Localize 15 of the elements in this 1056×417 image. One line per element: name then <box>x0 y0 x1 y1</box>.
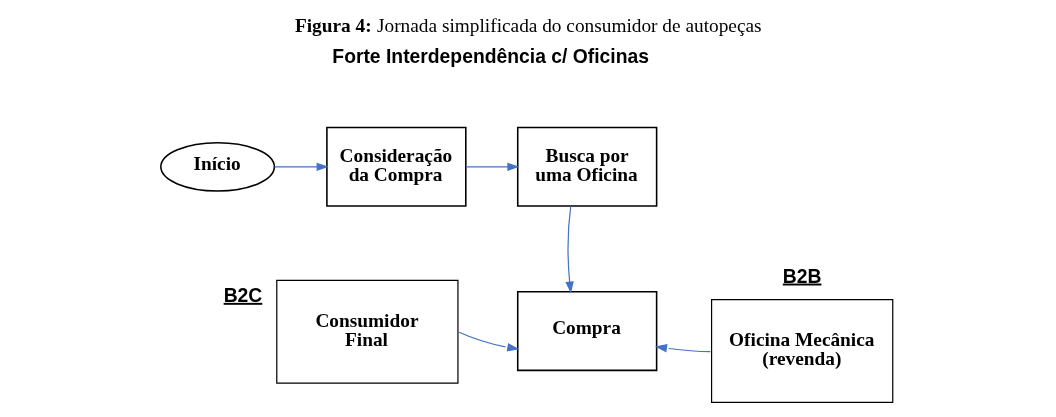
diagram-title: Figura 4: Jornada simplificada do consumidor de autopeças <box>294 14 762 36</box>
node-ellipse: Início <box>160 141 276 192</box>
node-box: Consideração da Compra <box>326 126 467 207</box>
node-box: Consumidor Final <box>276 279 459 384</box>
node-label: B2B <box>782 265 822 287</box>
arrow <box>654 344 711 353</box>
arrow <box>273 162 329 172</box>
arrow <box>565 205 574 294</box>
node-box: Oficina Mecânica (revenda) <box>710 299 894 403</box>
node-box: Compra <box>516 291 658 372</box>
arrow <box>458 331 520 352</box>
node-box: Busca por uma Oficina <box>516 126 658 207</box>
label: Forte Interdependência c/ Oficinas <box>332 46 649 68</box>
node-label: B2C <box>223 284 263 306</box>
arrow <box>465 162 520 172</box>
